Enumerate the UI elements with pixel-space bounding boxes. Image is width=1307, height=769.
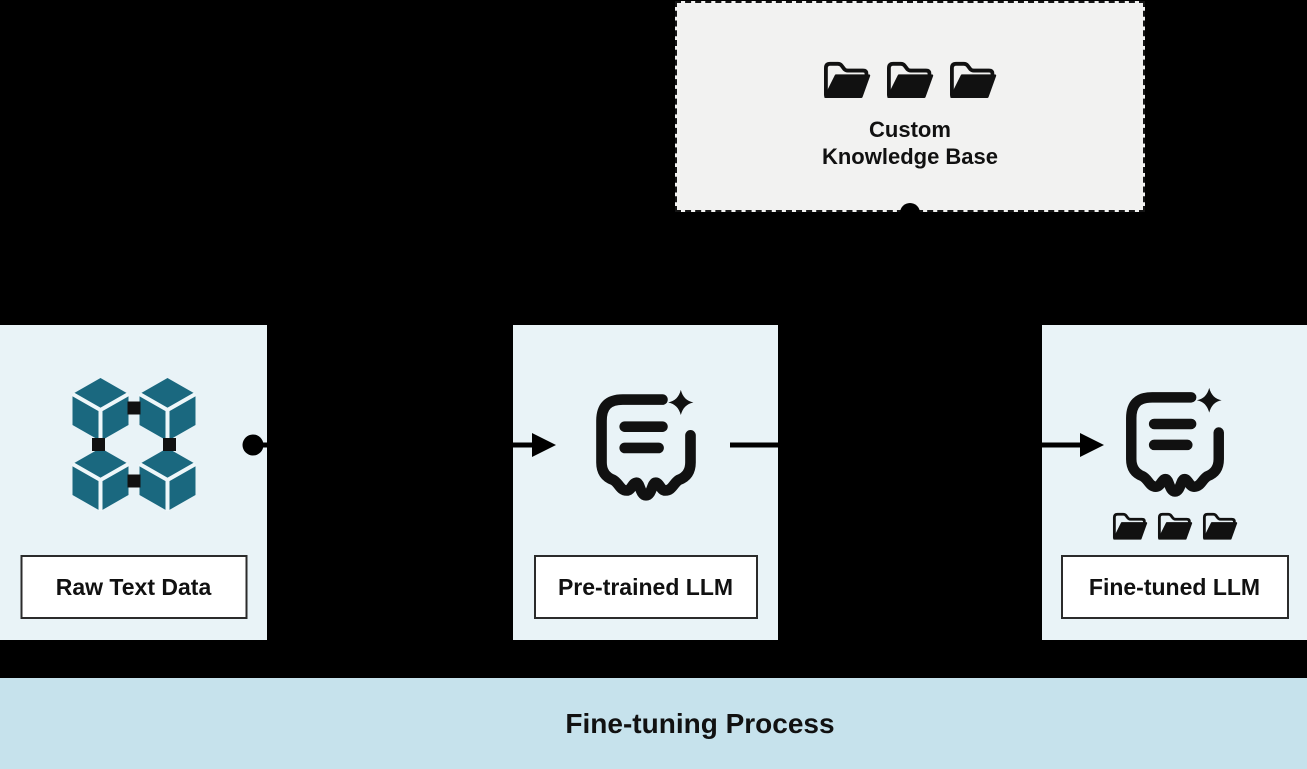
node-pre-trained-llm: Pre-trained LLM [513,325,778,640]
chat-sparkle-icon [1117,385,1233,501]
knowledge-base-title-line1: Custom [869,117,951,142]
node-label-text: Raw Text Data [55,573,212,600]
data-cubes-icon [70,378,197,511]
open-folder-icon [886,61,934,99]
node-fine-tuned-llm: Fine-tuned LLM [1042,325,1307,640]
folder-icons-row [820,57,1000,101]
node-label: Fine-tuned LLM [1060,555,1289,619]
knowledge-base-title-line2: Knowledge Base [821,144,999,169]
open-folder-icon [1112,512,1148,541]
node-label-text: Pre-trained LLM [557,573,734,600]
chat-sparkle-icon [587,387,705,505]
process-banner-label: Fine-tuning Process [565,707,835,739]
knowledge-base-title: Custom Knowledge Base [822,116,998,170]
process-banner: Fine-tuning Process [0,678,1307,769]
custom-knowledge-base-box: Custom Knowledge Base [675,1,1145,212]
open-folder-icon [1202,512,1238,541]
mini-folder-icons-row [1110,509,1240,542]
node-label: Raw Text Data [20,555,247,619]
node-label: Pre-trained LLM [533,555,758,619]
node-label-text: Fine-tuned LLM [1088,573,1261,600]
open-folder-icon [949,61,997,99]
open-folder-icon [823,61,871,99]
node-raw-text-data: Raw Text Data [0,325,267,640]
open-folder-icon [1157,512,1193,541]
